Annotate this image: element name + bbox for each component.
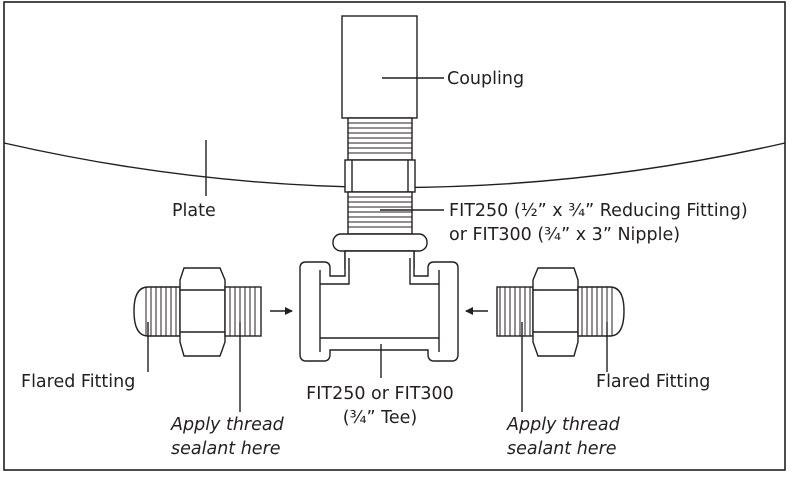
fitting-label-line2: or FIT300 (¾” x 3” Nipple) bbox=[449, 225, 680, 245]
sealant-left-line2: sealant here bbox=[171, 439, 281, 459]
flared-fitting-right-label: Flared Fitting bbox=[596, 372, 710, 392]
coupling-label: Coupling bbox=[447, 69, 524, 89]
flared-fitting-left bbox=[133, 267, 262, 357]
flared-fitting-left-label: Flared Fitting bbox=[21, 372, 135, 392]
flared-fitting-right bbox=[496, 267, 625, 357]
plate-label: Plate bbox=[172, 201, 216, 221]
tee-label-line1: FIT250 or FIT300 bbox=[306, 384, 454, 404]
coupling bbox=[341, 15, 418, 119]
upper-threads bbox=[347, 117, 413, 161]
sealant-right-line1: Apply thread bbox=[506, 415, 621, 435]
fitting-label-line1: FIT250 (½” x ¾” Reducing Fitting) bbox=[449, 201, 748, 221]
arrow-right-to-tee bbox=[465, 307, 488, 315]
sealant-left-line1: Apply thread bbox=[170, 415, 285, 435]
hex-nut bbox=[344, 159, 416, 193]
tee-fitting bbox=[299, 233, 459, 362]
arrow-left-to-tee bbox=[270, 307, 293, 315]
sealant-right-line2: sealant here bbox=[507, 439, 617, 459]
tee-label-line2: (¾” Tee) bbox=[343, 408, 418, 428]
reducing-fitting-threads bbox=[347, 191, 413, 235]
diagram-border bbox=[3, 1, 786, 471]
